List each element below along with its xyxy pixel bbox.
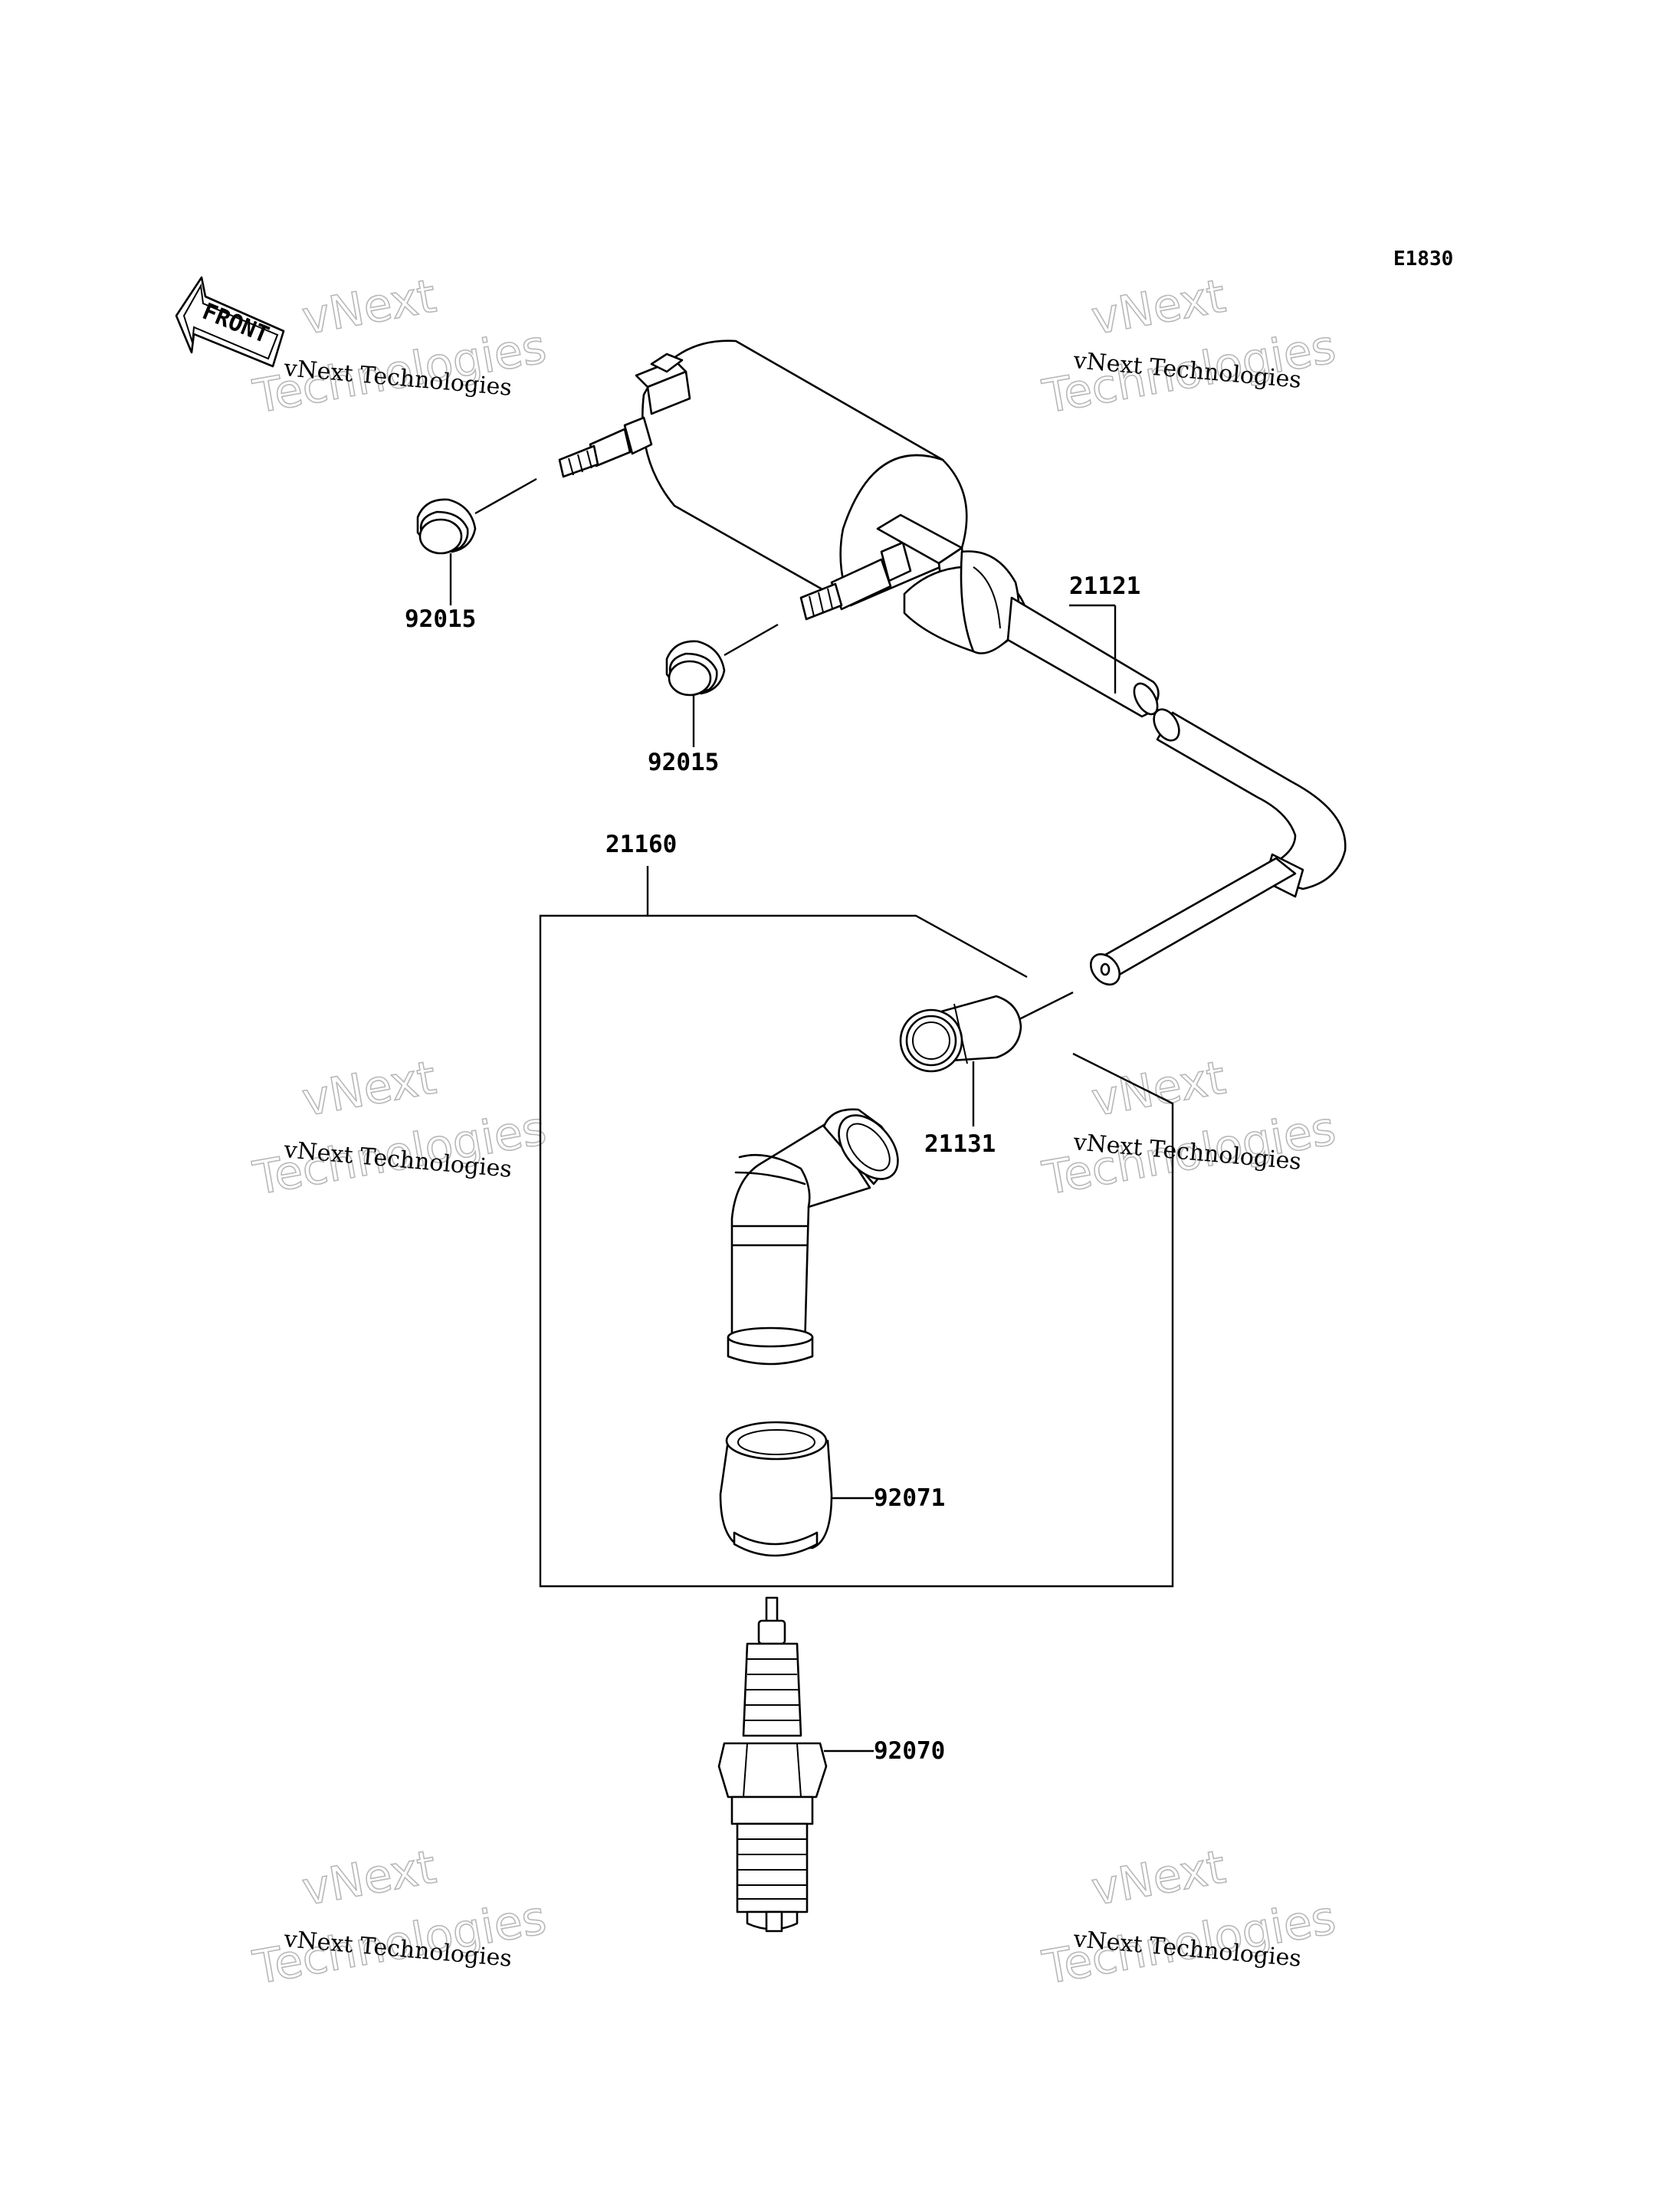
assembly-frame [539, 908, 1174, 1588]
watermark-big-top: vNext [1088, 1841, 1229, 1917]
part-number-92071: 92071 [874, 1484, 945, 1512]
seal-boot [719, 1421, 874, 1557]
cap-connector [899, 991, 1074, 1126]
nut-icon [665, 623, 779, 747]
nut-icon [416, 477, 537, 605]
ht-lead-wire [1089, 708, 1347, 986]
watermark-big-top: vNext [298, 1841, 440, 1917]
watermark-big-top: vNext [1088, 270, 1229, 346]
watermark-big-top: vNext [298, 270, 440, 346]
part-number-92015-left: 92015 [405, 605, 476, 633]
part-number-21160: 21160 [605, 831, 677, 858]
ignition-coil [558, 339, 1160, 718]
front-arrow-icon: FRONT [175, 276, 285, 368]
spark-plug [717, 1596, 874, 1933]
part-number-21121: 21121 [1069, 572, 1140, 600]
watermark-big-top: vNext [1088, 1051, 1229, 1127]
part-number-92015-right: 92015 [648, 749, 719, 776]
diagram-code: E1830 [1393, 248, 1453, 271]
part-number-21131: 21131 [924, 1130, 996, 1158]
part-number-92070: 92070 [874, 1737, 945, 1765]
plug-cap [727, 1108, 899, 1366]
watermark-big-top: vNext [298, 1051, 440, 1127]
